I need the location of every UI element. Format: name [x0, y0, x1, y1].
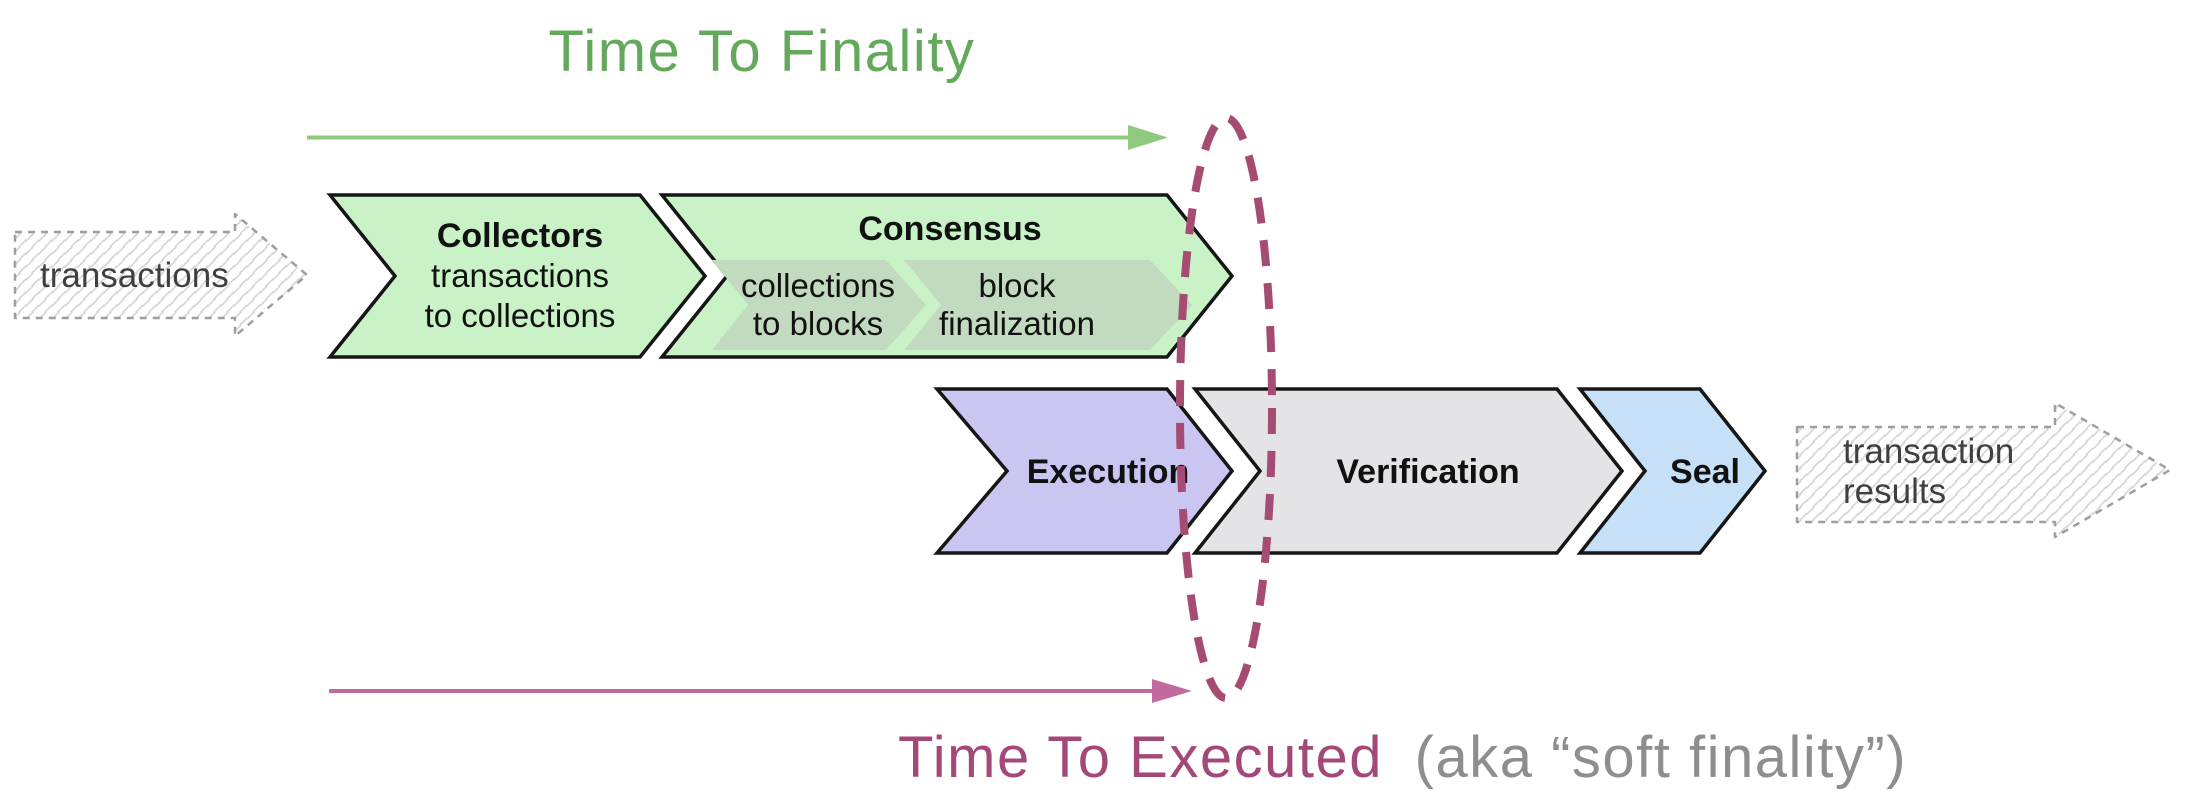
finality-arrow	[307, 125, 1168, 150]
transaction-results-label-line1: transaction	[1843, 432, 2014, 471]
stage-collectors: Collectors transactions to collections	[326, 193, 708, 359]
transactions-label: transactions	[40, 256, 229, 295]
substep2-line2: finalization	[939, 305, 1095, 342]
stage-verification: Verification	[1191, 387, 1625, 555]
seal-name: Seal	[1670, 453, 1740, 491]
transaction-results-label-line2: results	[1843, 472, 1946, 511]
consensus-substep-collections-to-blocks: collections to blocks	[712, 260, 926, 350]
consensus-substep-block-finalization: block finalization	[904, 260, 1192, 350]
time-to-finality-title: Time To Finality	[549, 19, 976, 84]
collectors-name: Collectors	[437, 217, 603, 255]
transaction-results-arrow-shape	[1795, 401, 2172, 539]
substep2-chevron-shape	[904, 260, 1192, 350]
stage-seal: Seal	[1576, 387, 1768, 555]
collectors-chevron-shape	[326, 193, 708, 359]
execution-chevron-shape	[933, 387, 1235, 555]
execution-name: Execution	[1027, 453, 1189, 491]
executed-boundary-ellipse	[1176, 114, 1276, 702]
time-to-executed-note: (aka “soft finality”)	[1415, 725, 1907, 790]
substep1-line1: collections	[741, 267, 895, 304]
collectors-desc-line1: transactions	[431, 257, 609, 294]
consensus-name: Consensus	[858, 210, 1041, 248]
seal-chevron-shape	[1576, 387, 1768, 555]
stage-execution: Execution	[933, 387, 1235, 555]
collectors-desc-line2: to collections	[425, 297, 616, 334]
stage-consensus: Consensus collections to blocks block fi…	[658, 193, 1235, 359]
transaction-results-output-arrow: transaction results	[1795, 401, 2172, 539]
substep2-line1: block	[978, 267, 1056, 304]
finality-arrow-head-icon	[1128, 125, 1168, 150]
executed-arrow-head-icon	[1152, 679, 1192, 703]
executed-arrow	[329, 679, 1192, 703]
time-to-executed-main: Time To Executed	[898, 725, 1383, 790]
transactions-arrow-shape	[13, 212, 309, 338]
substep1-chevron-shape	[712, 260, 926, 350]
verification-name: Verification	[1336, 453, 1519, 491]
substep1-line2: to blocks	[753, 305, 883, 342]
transactions-input-arrow: transactions	[13, 212, 309, 338]
verification-chevron-shape	[1191, 387, 1625, 555]
time-to-executed-title: Time To Executed (aka “soft finality”)	[898, 725, 1907, 790]
